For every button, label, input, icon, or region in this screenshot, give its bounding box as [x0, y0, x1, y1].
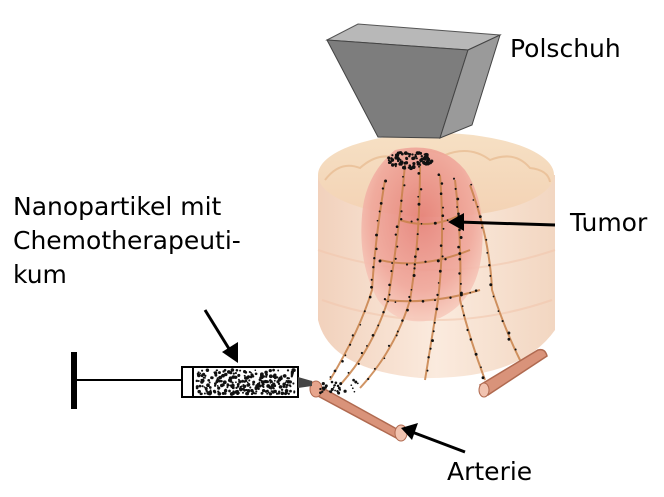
- tumor-mass: [361, 148, 482, 322]
- label-nano-line1: Nanopartikel mit: [13, 190, 241, 224]
- label-tumor: Tumor: [570, 206, 647, 240]
- arrow-syringe: [205, 310, 231, 352]
- syringe-plunger: [182, 367, 193, 397]
- label-nano-line2: Chemotherapeuti-: [13, 224, 241, 258]
- label-arterie: Arterie: [447, 455, 532, 489]
- label-nanoparticles: Nanopartikel mit Chemotherapeuti- kum: [13, 190, 241, 292]
- arrow-arterie: [412, 432, 465, 452]
- syringe: [71, 352, 312, 409]
- syringe-plunger-handle: [71, 352, 77, 409]
- label-nano-line3: kum: [13, 258, 241, 292]
- label-polschuh: Polschuh: [510, 32, 621, 66]
- pole-shoe: [327, 24, 500, 138]
- arrow-syringe-head: [222, 342, 238, 363]
